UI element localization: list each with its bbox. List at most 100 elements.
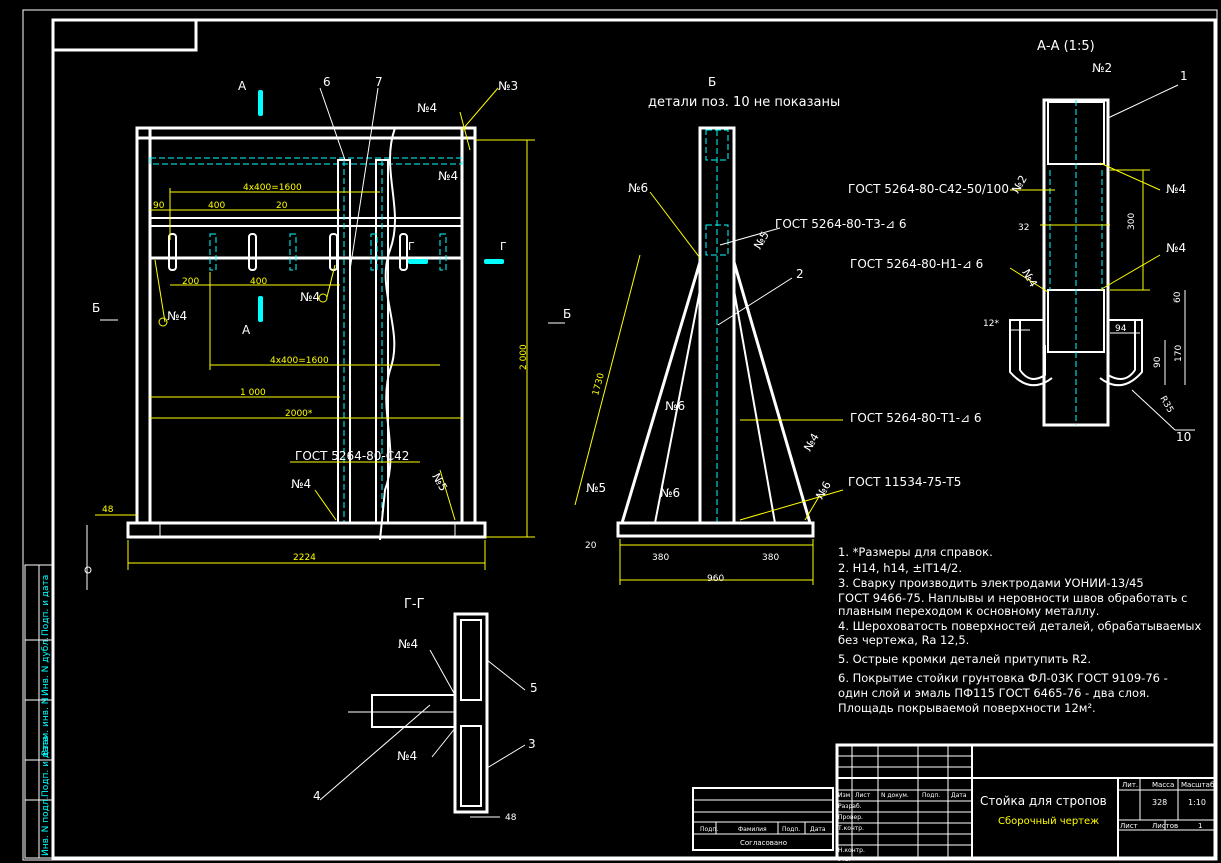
label-b-right: Б — [563, 307, 571, 321]
dim-200: 200 — [182, 277, 199, 287]
note-line: Площадь покрываемой поверхности 12м². — [838, 701, 1096, 715]
title-block — [692, 743, 1217, 860]
tb-utv: Утв. — [838, 856, 851, 863]
inner-frame — [51, 18, 1217, 860]
dim-94: 94 — [1115, 324, 1127, 334]
gost-h1: ГОСТ 5264-80-Н1-⊿ 6 — [850, 257, 983, 271]
note-line: один слой и эмаль ПФ115 ГОСТ 6465-76 - д… — [838, 686, 1150, 700]
ref-no4b: №4 — [438, 169, 458, 183]
dim-300: 300 — [1127, 213, 1137, 230]
ref-1: 1 — [1180, 69, 1188, 83]
note-line: плавным переходом к основному металлу. — [838, 604, 1099, 618]
label-g: Г — [408, 240, 415, 253]
ref-no2b: №2 — [1009, 173, 1029, 195]
ref-no4a-aa: №4 — [1166, 182, 1186, 196]
gost-c42-50-100: ГОСТ 5264-80-С42-50/100 — [848, 182, 1009, 196]
strip-label-3: Взам. инв. N — [41, 698, 51, 756]
ref-no4e: №4 — [291, 477, 311, 491]
tb-list: Лист — [855, 792, 871, 799]
tb-data2: Дата — [810, 826, 826, 833]
ref-no2: №2 — [1092, 61, 1112, 75]
title-name: Стойка для стропов — [980, 794, 1107, 808]
strip-label-2: Инв. N дубл. — [41, 637, 51, 696]
ref-5-gg: 5 — [530, 681, 538, 695]
gost-t1: ГОСТ 5264-80-Т1-⊿ 6 — [850, 411, 982, 425]
section-aa-title: А-А (1:5) — [1037, 39, 1095, 54]
dim-170: 170 — [1174, 345, 1184, 362]
section-aa — [1009, 84, 1195, 431]
technical-notes: 1. *Размеры для справок. 2. Н14, h14, ±I… — [838, 545, 1202, 715]
tb-sheets: Листов — [1152, 822, 1178, 830]
dim-20-view-b: 20 — [585, 541, 597, 551]
tb-scale: 1:10 — [1188, 798, 1206, 807]
ref-no5b: №5 — [586, 481, 606, 495]
label-a-bottom: А — [242, 323, 251, 337]
note-line: без чертежа, Ra 12,5. — [838, 633, 969, 647]
tb-lit: Лит. — [1122, 781, 1138, 789]
dim-90: 90 — [153, 201, 165, 211]
label-b-left: Б — [92, 301, 100, 315]
note-line: 5. Острые кромки деталей притупить R2. — [838, 652, 1091, 666]
ref-7: 7 — [375, 75, 383, 89]
section-gg — [319, 612, 526, 818]
dim-60: 60 — [1173, 291, 1183, 303]
dim-48-gg: 48 — [505, 813, 517, 823]
side-view-b — [574, 126, 844, 585]
dim-380a: 380 — [652, 553, 669, 563]
dim-32: 32 — [1018, 223, 1029, 233]
view-b-subtitle: детали поз. 10 не показаны — [648, 95, 840, 110]
dim-r35: R35 — [1157, 395, 1175, 415]
dim-2000: 2 000 — [519, 344, 529, 370]
tb-razrab: Разраб. — [838, 803, 862, 810]
dim-4x400-bottom: 4х400=1600 — [270, 356, 329, 366]
note-line: 4. Шероховатость поверхностей деталей, о… — [838, 619, 1202, 633]
front-view — [84, 87, 565, 590]
view-b-title: Б — [708, 75, 716, 89]
note-line: 3. Сварку производить электродами УОНИИ-… — [838, 576, 1144, 590]
dim-400b: 400 — [250, 277, 267, 287]
ref-no5-front: №5 — [429, 471, 449, 493]
ref-no3: №3 — [498, 79, 518, 93]
label-g2: Г — [500, 240, 507, 253]
ref-3-gg: 3 — [528, 737, 536, 751]
tb-data: Дата — [951, 792, 967, 799]
ref-no4b-gg: №4 — [397, 749, 417, 763]
dim-48: 48 — [102, 505, 114, 515]
tb-mass: 328 — [1152, 798, 1167, 807]
ref-no6a: №6 — [628, 181, 648, 195]
ref-no4d: №4 — [167, 309, 187, 323]
dim-1000: 1 000 — [240, 388, 266, 398]
section-gg-title: Г-Г — [404, 597, 425, 612]
tb-mass-h: Масса — [1152, 781, 1174, 789]
tb-sheet: Лист — [1120, 822, 1138, 830]
gost-t3: ГОСТ 5264-80-Т3-⊿ 6 — [775, 217, 907, 231]
note-line: ГОСТ 9466-75. Наплывы и неровности швов … — [838, 591, 1187, 605]
dim-380b: 380 — [762, 553, 779, 563]
ref-10: 10 — [1176, 430, 1191, 444]
tb-prover: Провер. — [838, 814, 863, 821]
tb-nkontr: Н.контр. — [838, 847, 865, 854]
dim-90: 90 — [1153, 356, 1163, 368]
ref-no5: №5 — [751, 229, 771, 251]
label-a-top: А — [238, 79, 247, 93]
ref-no4c-aa: №4 — [1019, 267, 1039, 289]
gost-11534: ГОСТ 11534-75-Т5 — [848, 475, 961, 489]
tb-scale-h: Масштаб — [1181, 781, 1214, 789]
dim-400: 400 — [208, 201, 225, 211]
note-line: 2. Н14, h14, ±IT14/2. — [838, 561, 962, 575]
dim-2224: 2224 — [293, 553, 316, 563]
dim-2000-ref: 2000* — [285, 409, 313, 419]
tb-tkontr: Т.контр. — [837, 825, 864, 832]
ref-no6c: №6 — [660, 486, 680, 500]
tb-sheets-n: 1 — [1198, 822, 1202, 830]
outer-frame — [22, 9, 1218, 861]
dim-4x400-top: 4х400=1600 — [243, 183, 302, 193]
tb-ndoc: N докум. — [881, 792, 909, 799]
dim-20: 20 — [276, 201, 288, 211]
tb-izm: Изм — [838, 792, 850, 799]
gost-c42-front: ГОСТ 5264-80-С42 — [295, 449, 409, 463]
dim-12: 12* — [983, 319, 999, 329]
ref-2: 2 — [796, 267, 804, 281]
corner-stamp — [51, 18, 198, 52]
